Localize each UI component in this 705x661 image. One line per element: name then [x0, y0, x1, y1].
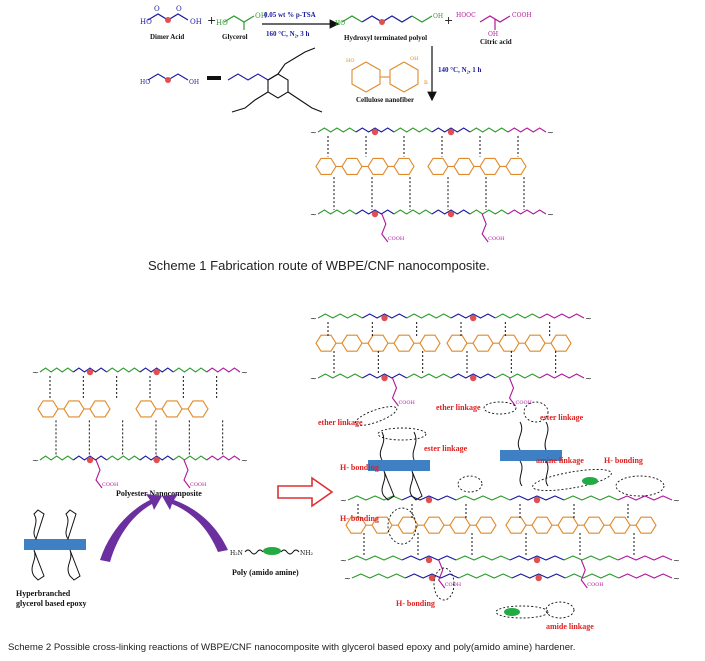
hardener-dot-2: [504, 608, 520, 616]
wbpe-cnf-network-product: ~ ~ ~ ~ COOH COOH: [310, 127, 554, 243]
svg-text:COOH: COOH: [388, 236, 405, 242]
svg-text:~: ~: [241, 368, 248, 377]
svg-text:HO: HO: [140, 18, 152, 26]
dimer-acid-structure: HO OH O O: [140, 5, 202, 26]
svg-text:HO: HO: [346, 58, 354, 64]
hardener-dot-1: [582, 477, 598, 485]
crosslinked-network: ~ ~ ~ ~ COOH COOH ~ ~ ~ ~ COOH COOH ~ ~: [310, 313, 680, 589]
h-bonding-label-4: H- bonding: [396, 599, 435, 608]
epoxy-bar-right: [500, 450, 562, 461]
svg-text:OH: OH: [488, 31, 498, 38]
svg-text:+: +: [444, 14, 453, 27]
svg-text:COOH: COOH: [488, 236, 505, 242]
ether-linkage-label-2: ether linkage: [436, 403, 481, 412]
step2-conditions: 140 °C, N₂, 1 h: [438, 66, 482, 74]
svg-text:H₂N: H₂N: [230, 550, 243, 557]
dimer-acid-label: Dimer Acid: [150, 33, 184, 41]
hollow-right-arrow-icon: [277, 476, 334, 508]
svg-text:HOOC: HOOC: [456, 12, 476, 19]
svg-text:~: ~: [310, 374, 317, 383]
svg-text:~: ~: [344, 574, 351, 583]
svg-text:~: ~: [32, 456, 39, 465]
polyester-nanocomposite-network: ~ ~ ~ ~ COOH COOH: [32, 367, 248, 489]
hardener-label: Poly (amido amine): [232, 568, 299, 577]
h-bonding-label-2: H- bonding: [340, 514, 379, 523]
svg-text:HO: HO: [216, 19, 228, 27]
polyol-structure: HO OH: [335, 13, 443, 27]
svg-text:~: ~: [310, 128, 317, 137]
svg-text:~: ~: [585, 314, 592, 323]
step1-catalyst: 0.05 wt % p-TSA: [264, 11, 316, 19]
svg-text:OH: OH: [190, 18, 202, 26]
svg-text:n: n: [424, 79, 428, 86]
scheme2-caption: Scheme 2 Possible cross-linking reaction…: [8, 642, 576, 653]
glycerol-structure: HO OH: [216, 12, 267, 30]
cellulose-nanofiber-structure: HO OH n: [346, 56, 428, 93]
svg-text:OH: OH: [433, 13, 443, 20]
svg-text:O: O: [154, 5, 160, 13]
svg-text:OH: OH: [255, 12, 267, 20]
svg-text:COOH: COOH: [516, 400, 533, 406]
svg-text:~: ~: [340, 496, 347, 505]
ester-linkage-label-2: ester linkage: [540, 413, 584, 422]
svg-text:HO: HO: [140, 79, 150, 86]
amide-linkage-label: amide linkage: [546, 622, 594, 631]
svg-text:~: ~: [673, 556, 680, 565]
svg-text:OH: OH: [410, 56, 419, 62]
epoxy-label-line1: Hyperbranched: [16, 589, 71, 598]
svg-text:~: ~: [673, 574, 680, 583]
svg-text:~: ~: [32, 368, 39, 377]
h-bonding-label-3: H- bonding: [604, 456, 643, 465]
svg-text:~: ~: [310, 210, 317, 219]
svg-text:COOH: COOH: [512, 12, 532, 19]
svg-text:NH₂: NH₂: [300, 550, 313, 557]
scheme1-reaction: HO OH O O Dimer Acid + HO OH Glycerol 0.…: [140, 5, 554, 243]
scheme2-reaction: ~ ~ ~ ~ COOH COOH Polyester Nanocomposite Hyp…: [16, 313, 680, 631]
scheme1-caption: Scheme 1 Fabrication route of WBPE/CNF n…: [148, 258, 490, 273]
svg-text:COOH: COOH: [398, 400, 415, 406]
svg-text:O: O: [176, 5, 182, 13]
svg-text:~: ~: [340, 556, 347, 565]
svg-text:HO: HO: [335, 20, 345, 27]
poly-amido-amine-structure: H₂N NH₂: [230, 547, 313, 557]
svg-text:~: ~: [673, 496, 680, 505]
polyol-label: Hydroxyl terminated polyol: [344, 34, 427, 42]
svg-text:COOH: COOH: [587, 582, 604, 588]
svg-text:~: ~: [310, 314, 317, 323]
svg-text:COOH: COOH: [190, 482, 207, 488]
cellulose-label: Cellulose nanofiber: [356, 96, 414, 104]
dimer-acid-expanded: HO OH: [140, 47, 323, 113]
ether-linkage-label-1: ether linkage: [318, 418, 363, 427]
svg-text:~: ~: [547, 210, 554, 219]
curved-arrow-icon: [100, 494, 228, 562]
plus-sign: +: [207, 14, 216, 27]
polyester-nanocomposite-label: Polyester Nanocomposite: [116, 489, 202, 498]
citric-acid-structure: HOOC COOH OH: [456, 12, 532, 38]
epoxy-label-line2: glycerol based epoxy: [16, 599, 87, 608]
svg-text:~: ~: [585, 374, 592, 383]
ester-linkage-label-1: ester linkage: [424, 444, 468, 453]
svg-text:COOH: COOH: [102, 482, 119, 488]
svg-text:~: ~: [241, 456, 248, 465]
step1-temperature: 160 °C, N₂, 3 h: [266, 30, 310, 38]
epoxy-bar-left: [368, 460, 430, 471]
svg-text:OH: OH: [189, 79, 199, 86]
hyperbranched-epoxy-structure: [24, 509, 86, 581]
svg-text:COOH: COOH: [445, 582, 462, 588]
h-bonding-label-1: H- bonding: [340, 463, 379, 472]
citric-acid-label: Citric acid: [480, 38, 512, 46]
glycerol-label: Glycerol: [222, 33, 248, 41]
svg-text:~: ~: [547, 128, 554, 137]
amine-linkage-label: amine linkage: [536, 456, 584, 465]
